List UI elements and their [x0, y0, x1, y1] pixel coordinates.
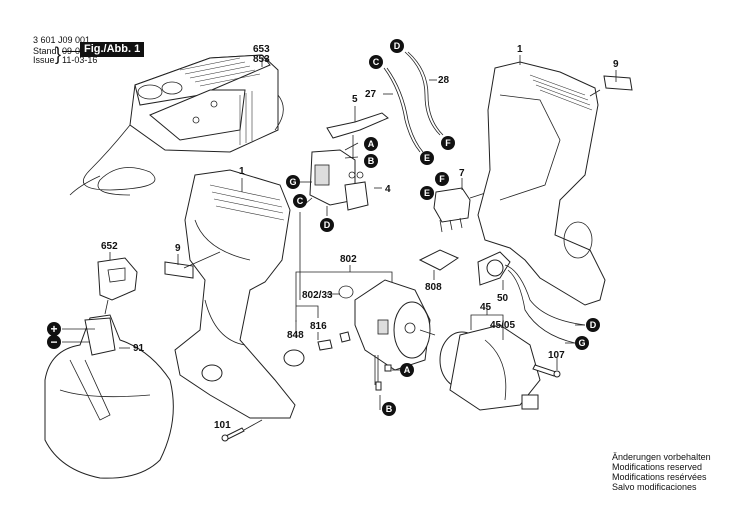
note-en: Modifications reserved [612, 462, 703, 472]
connector-badge-d-electronics: D [586, 318, 600, 332]
battery [44, 314, 174, 479]
wire-28 [404, 51, 441, 136]
charger [69, 54, 284, 196]
part-label-91: 91 [133, 343, 145, 354]
battery-cap [97, 257, 138, 301]
connector-badge-g-switch: G [286, 175, 300, 189]
ring [338, 285, 354, 299]
connector-badge-a-switch: A [364, 137, 378, 151]
part-label-1-rear: 1 [517, 44, 523, 55]
part-label-45: 45 [480, 302, 492, 313]
pad [418, 249, 460, 271]
connector-badge-f-top: F [441, 136, 455, 150]
label-right [603, 75, 633, 91]
front-housing [174, 169, 296, 419]
part-label-802-33: 802/33 [302, 290, 333, 301]
part-label-4: 4 [385, 184, 391, 195]
note-es: Salvo modificaciones [612, 482, 697, 492]
motor-bracket [295, 265, 393, 338]
plus-terminal-icon: + [47, 322, 61, 336]
part-label-9-right: 9 [613, 59, 619, 70]
part-label-28: 28 [438, 75, 450, 86]
part-label-101: 101 [214, 420, 231, 431]
note-fr: Modifications resérvées [612, 472, 707, 482]
part-label-816: 816 [310, 321, 327, 332]
part-label-653: 653 [253, 44, 270, 55]
figure-label: Fig./Abb. 1 [80, 42, 145, 57]
part-label-5: 5 [352, 94, 358, 105]
issue-value: 11-03-16 [62, 55, 98, 65]
minus-terminal-icon: − [47, 335, 61, 349]
gearbox [439, 324, 541, 411]
part-label-45-05: 45/05 [490, 320, 516, 331]
connector-badge-c-switch: C [293, 194, 307, 208]
connector-badge-f-block: F [435, 172, 449, 186]
screw-107 [532, 364, 557, 377]
connector-badge-d-switch: D [320, 218, 334, 232]
part-label-853: 853 [253, 54, 270, 65]
part-label-107: 107 [548, 350, 565, 361]
brush-spring [317, 339, 333, 351]
part-label-848: 848 [287, 330, 304, 341]
document-number: 3 601 J09 001 [33, 35, 91, 45]
wire-27 [383, 67, 421, 153]
brace: } [55, 44, 62, 64]
brush-cap [283, 349, 305, 367]
part-label-1-front: 1 [239, 166, 245, 177]
issue-label: Issue [33, 55, 55, 65]
connector-badge-g-electronics: G [575, 336, 589, 350]
connector-badge-e-block: E [420, 186, 434, 200]
brush [339, 331, 351, 343]
part-label-802: 802 [340, 254, 357, 265]
connector-badge-e-top: E [420, 151, 434, 165]
part-label-50: 50 [497, 293, 509, 304]
part-label-9-left: 9 [175, 243, 181, 254]
electronics-module [477, 251, 511, 286]
stand-label: Stand [33, 46, 57, 56]
connector-block [433, 187, 471, 233]
modification-notes: Änderungen vorbehalten Modifications res… [612, 452, 711, 492]
label-left [164, 261, 194, 279]
stand-value: 09-02 [62, 46, 86, 56]
part-label-27: 27 [365, 89, 377, 100]
switch-cover [326, 112, 389, 139]
connector-badge-c-top: C [369, 55, 383, 69]
rear-housing [477, 61, 606, 306]
connector-badge-d-top: D [390, 39, 404, 53]
connector-badge-b-switch: B [364, 154, 378, 168]
part-label-7: 7 [459, 168, 465, 179]
motor [354, 279, 436, 391]
note-de: Änderungen vorbehalten [612, 452, 711, 462]
part-label-808: 808 [425, 282, 442, 293]
switch [309, 149, 369, 211]
connector-badge-b-motor: B [382, 402, 396, 416]
part-label-652: 652 [101, 241, 118, 252]
connector-badge-a-motor: A [400, 363, 414, 377]
